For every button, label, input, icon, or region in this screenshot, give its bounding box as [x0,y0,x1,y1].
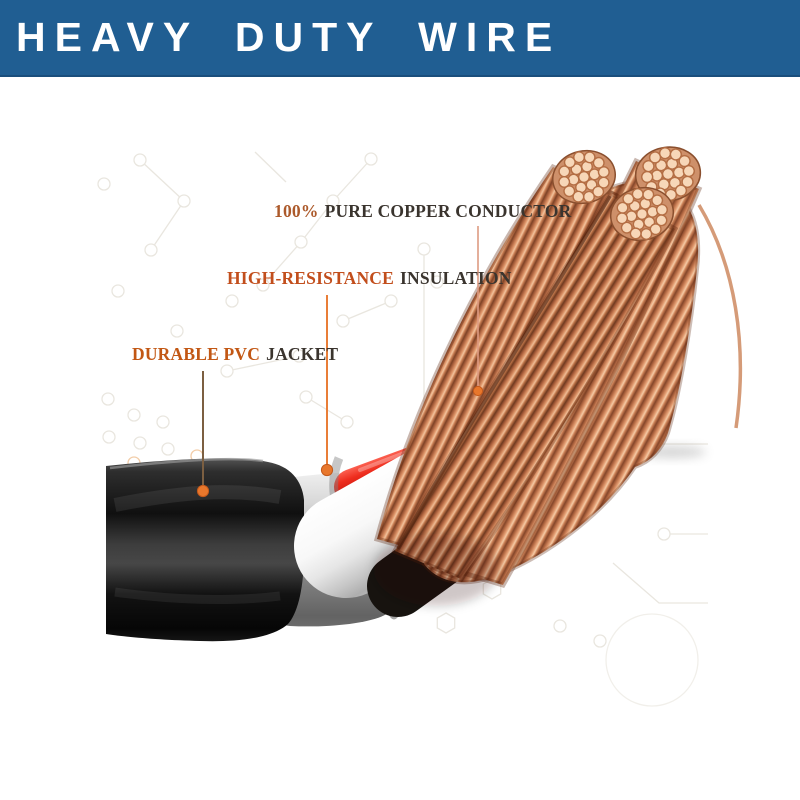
callout-text: JACKET [266,344,339,364]
banner-title: HEAVY DUTY WIRE [16,14,562,60]
callout-copper-conductor: 100%PURE COPPER CONDUCTOR [274,201,572,222]
cable [106,142,743,642]
banner: HEAVY DUTY WIRE [0,0,800,77]
leader-dot-conductor [472,385,484,397]
leader-dot-insulation [320,463,334,477]
pvc-jacket [106,458,304,642]
leader-lines [196,226,484,498]
stray-strand [697,204,743,429]
callout-text: PURE COPPER CONDUCTOR [324,201,572,221]
callout-highlight: HIGH-RESISTANCE [227,268,395,288]
callout-highlight: DURABLE PVC [132,344,261,364]
leader-dot-jacket [196,484,210,498]
callout-text: INSULATION [400,268,512,288]
callout-highlight: 100% [274,201,319,221]
